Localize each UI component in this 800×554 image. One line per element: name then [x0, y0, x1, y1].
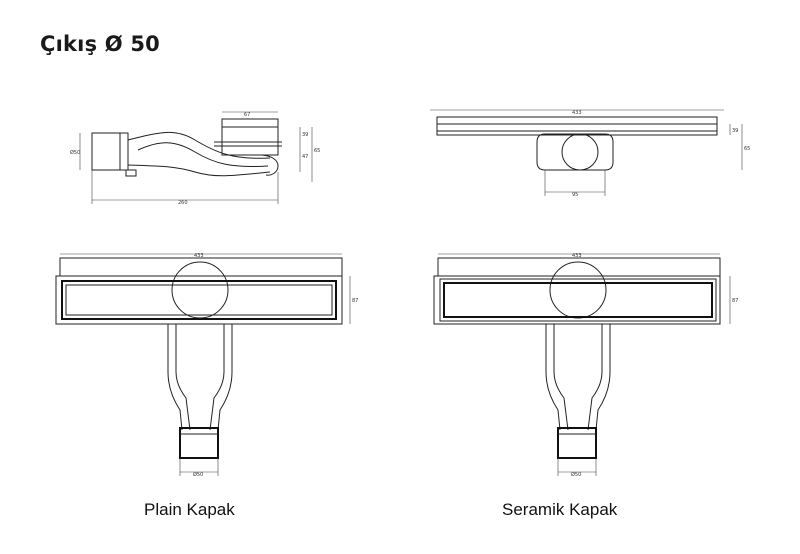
page-title: Çıkış Ø 50 — [40, 32, 160, 56]
caption-plain-cover: Plain Kapak — [144, 500, 235, 519]
dim-height-total: 65 — [314, 148, 320, 154]
dim-top-width: 67 — [244, 112, 250, 118]
ceramic-cover-drawing — [433, 253, 731, 476]
dim-ceramic-outlet: Ø50 — [571, 471, 581, 478]
dim-channel-length: 433 — [572, 110, 582, 116]
dim-channel-height: 39 — [732, 128, 738, 134]
plain-cover-drawing — [55, 253, 351, 476]
side-view-drawing — [79, 111, 313, 204]
dim-height-b: 47 — [302, 154, 308, 160]
dim-ceramic-width: 87 — [732, 298, 738, 304]
dim-height-a: 39 — [302, 132, 308, 138]
dim-plain-outlet: Ø50 — [193, 471, 203, 478]
dim-length: 260 — [178, 200, 188, 206]
caption-ceramic-cover: Seramik Kapak — [502, 500, 618, 519]
front-view-drawing — [430, 109, 743, 196]
dim-plain-width: 87 — [352, 298, 358, 304]
dim-body-width: 95 — [572, 192, 578, 198]
dim-outlet-diameter: Ø50 — [70, 149, 80, 156]
dim-total-height: 65 — [744, 146, 750, 152]
dim-ceramic-length: 433 — [572, 253, 582, 259]
dim-plain-length: 433 — [194, 253, 204, 259]
